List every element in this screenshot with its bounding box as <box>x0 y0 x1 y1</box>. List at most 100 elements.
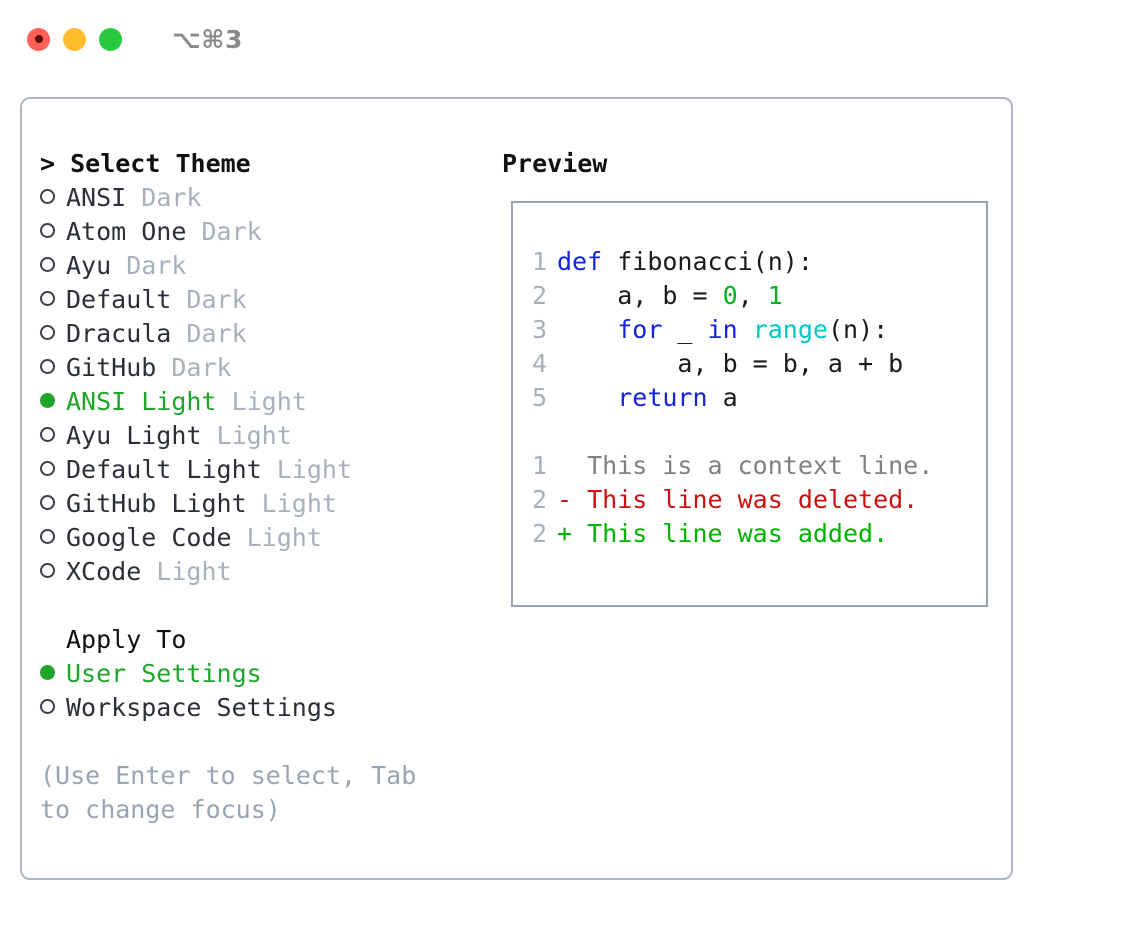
theme-option-1[interactable]: Atom One Dark <box>40 215 492 249</box>
token-text <box>602 247 617 276</box>
radio-unselected-icon <box>40 691 66 725</box>
theme-option-8[interactable]: Default Light Light <box>40 453 492 487</box>
bullet-icon <box>40 358 55 374</box>
option-category: Light <box>231 523 322 552</box>
bullet-icon <box>40 392 55 408</box>
token-kw: return <box>617 383 708 412</box>
radio-unselected-icon <box>40 487 66 521</box>
token-text: a <box>707 383 738 412</box>
token-num: 0 <box>722 281 738 310</box>
code-line: 5 return a <box>513 381 986 415</box>
option-label: Dracula <box>66 319 172 348</box>
code-line: 4 a, b = b, a + b <box>513 347 986 381</box>
option-label: User Settings <box>66 659 262 688</box>
option-category: Dark <box>186 217 262 246</box>
theme-option-3[interactable]: Default Dark <box>40 283 492 317</box>
bullet-icon <box>40 426 55 442</box>
line-number: 4 <box>531 349 547 378</box>
radio-unselected-icon <box>40 283 66 317</box>
token-text: (n): <box>827 315 889 344</box>
minimize-button[interactable] <box>63 27 86 51</box>
diff-line: 2- This line was deleted. <box>513 483 986 517</box>
maximize-button[interactable] <box>99 27 122 51</box>
radio-unselected-icon <box>40 453 66 487</box>
line-number: 1 <box>531 451 547 480</box>
option-label: Workspace Settings <box>66 693 337 722</box>
code-line: 2 a, b = 0, 1 <box>513 279 986 313</box>
theme-option-0[interactable]: ANSI Dark <box>40 181 492 215</box>
title-bar: ⌥⌘3 <box>0 0 1140 78</box>
token-text <box>738 315 753 344</box>
option-category: Dark <box>156 353 232 382</box>
apply-to-option-0[interactable]: User Settings <box>40 657 492 691</box>
option-label: Default <box>66 285 172 314</box>
bullet-icon <box>40 664 55 680</box>
bullet-icon <box>40 460 55 476</box>
bullet-icon <box>40 222 55 238</box>
token-text: a, b = <box>557 281 723 310</box>
token-kw: def <box>557 247 603 276</box>
theme-option-4[interactable]: Dracula Dark <box>40 317 492 351</box>
option-label: XCode <box>66 557 142 586</box>
diff-text-ctx: This is a context line. <box>557 451 934 480</box>
theme-option-11[interactable]: XCode Light <box>40 555 492 589</box>
line-number: 3 <box>531 315 547 344</box>
close-button[interactable] <box>27 27 50 51</box>
bullet-icon <box>40 528 55 544</box>
theme-option-7[interactable]: Ayu Light Light <box>40 419 492 453</box>
apply-to-option-1[interactable]: Workspace Settings <box>40 691 492 725</box>
radio-unselected-icon <box>40 555 66 589</box>
option-label: Ayu Light <box>66 421 202 450</box>
theme-option-10[interactable]: Google Code Light <box>40 521 492 555</box>
token-text: , <box>737 281 768 310</box>
radio-unselected-icon <box>40 181 66 215</box>
window-controls <box>27 27 122 51</box>
option-category: Light <box>141 557 232 586</box>
option-label: Atom One <box>66 217 187 246</box>
line-number: 2 <box>531 519 547 548</box>
radio-selected-icon <box>40 385 66 419</box>
option-label: Google Code <box>66 523 232 552</box>
keyboard-hint: (Use Enter to select, Tab to change focu… <box>40 761 432 824</box>
option-category: Dark <box>126 183 202 212</box>
option-category: Light <box>201 421 292 450</box>
option-label: ANSI Light <box>66 387 217 416</box>
option-label: GitHub <box>66 353 157 382</box>
radio-unselected-icon <box>40 351 66 385</box>
token-text: fibonacci(n): <box>617 247 813 276</box>
diff-text-add: + This line was added. <box>557 519 889 548</box>
record-indicator-icon <box>34 35 43 43</box>
code-text: return a <box>557 381 738 415</box>
token-text <box>557 383 617 412</box>
theme-option-2[interactable]: Ayu Dark <box>40 249 492 283</box>
radio-unselected-icon <box>40 249 66 283</box>
theme-option-6[interactable]: ANSI Light Light <box>40 385 492 419</box>
bullet-icon <box>40 494 55 510</box>
line-number: 1 <box>531 247 547 276</box>
theme-option-9[interactable]: GitHub Light Light <box>40 487 492 521</box>
code-text: for _ in range(n): <box>557 313 888 347</box>
option-category: Light <box>261 455 352 484</box>
preview-heading: Preview <box>502 149 608 178</box>
radio-selected-icon <box>40 657 66 691</box>
diff-line: 1 This is a context line. <box>513 449 986 483</box>
code-line: 3 for _ in range(n): <box>513 313 986 347</box>
radio-unselected-icon <box>40 215 66 249</box>
radio-unselected-icon <box>40 317 66 351</box>
option-label: GitHub Light <box>66 489 247 518</box>
diff-text-del: - This line was deleted. <box>557 485 919 514</box>
code-text: def fibonacci(n): <box>557 245 813 279</box>
bullet-icon <box>40 188 55 204</box>
option-category: Light <box>216 387 307 416</box>
bullet-icon <box>40 290 55 306</box>
theme-option-5[interactable]: GitHub Dark <box>40 351 492 385</box>
token-num: 1 <box>767 281 783 310</box>
radio-unselected-icon <box>40 521 66 555</box>
code-text: a, b = b, a + b <box>557 347 903 381</box>
